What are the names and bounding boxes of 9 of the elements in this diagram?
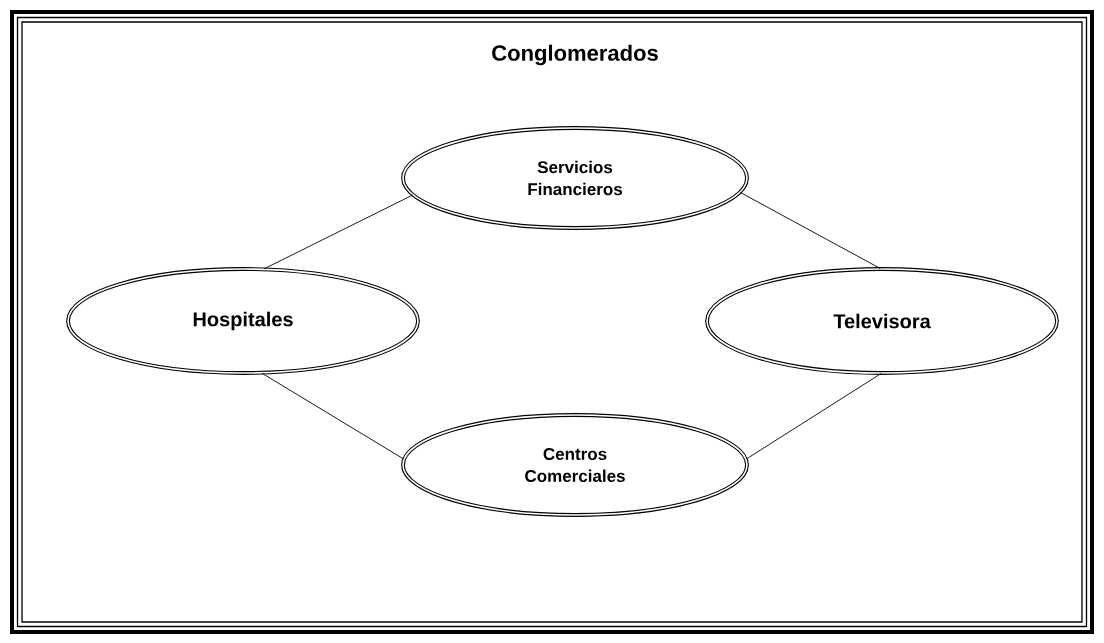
ellipse-node: Servicios Financieros [401, 126, 749, 230]
title: Conglomerados [492, 44, 658, 66]
ellipse-node: Centros Comerciales [401, 413, 749, 517]
connector-line [739, 192, 881, 269]
connector-line [745, 373, 882, 460]
connector-line [263, 194, 414, 270]
ellipse-node: Hospitales [66, 267, 420, 375]
connector-line [261, 372, 405, 460]
ellipse-node: Televisora [705, 267, 1059, 375]
